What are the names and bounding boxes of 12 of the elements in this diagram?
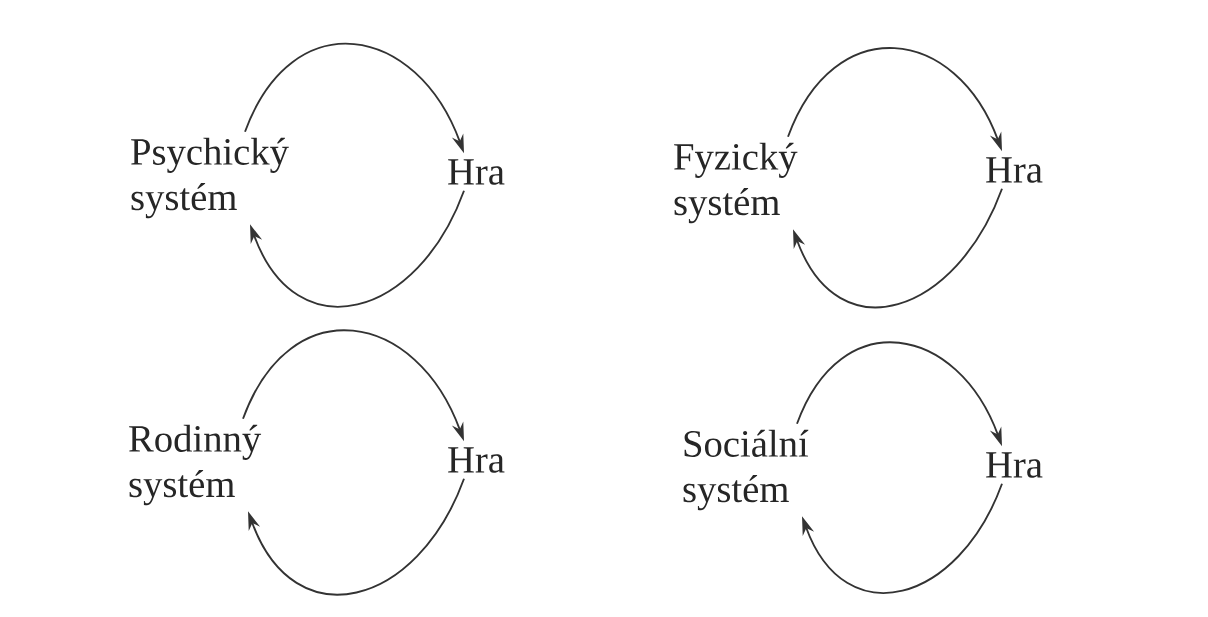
node-label: Hra [986, 157, 1043, 183]
node-label: Hra [448, 447, 505, 473]
node-label: Hra [986, 452, 1043, 478]
arrow [802, 482, 1003, 594]
node-label: Fyzický systém [674, 142, 798, 224]
node-label: Psychický systém [131, 137, 289, 219]
arrow [793, 187, 1003, 309]
arrow [248, 477, 465, 596]
node-label: Hra [448, 159, 505, 185]
node-label: Rodinný systém [129, 424, 262, 506]
node-label: Sociální systém [683, 429, 809, 511]
arrow [250, 189, 465, 308]
